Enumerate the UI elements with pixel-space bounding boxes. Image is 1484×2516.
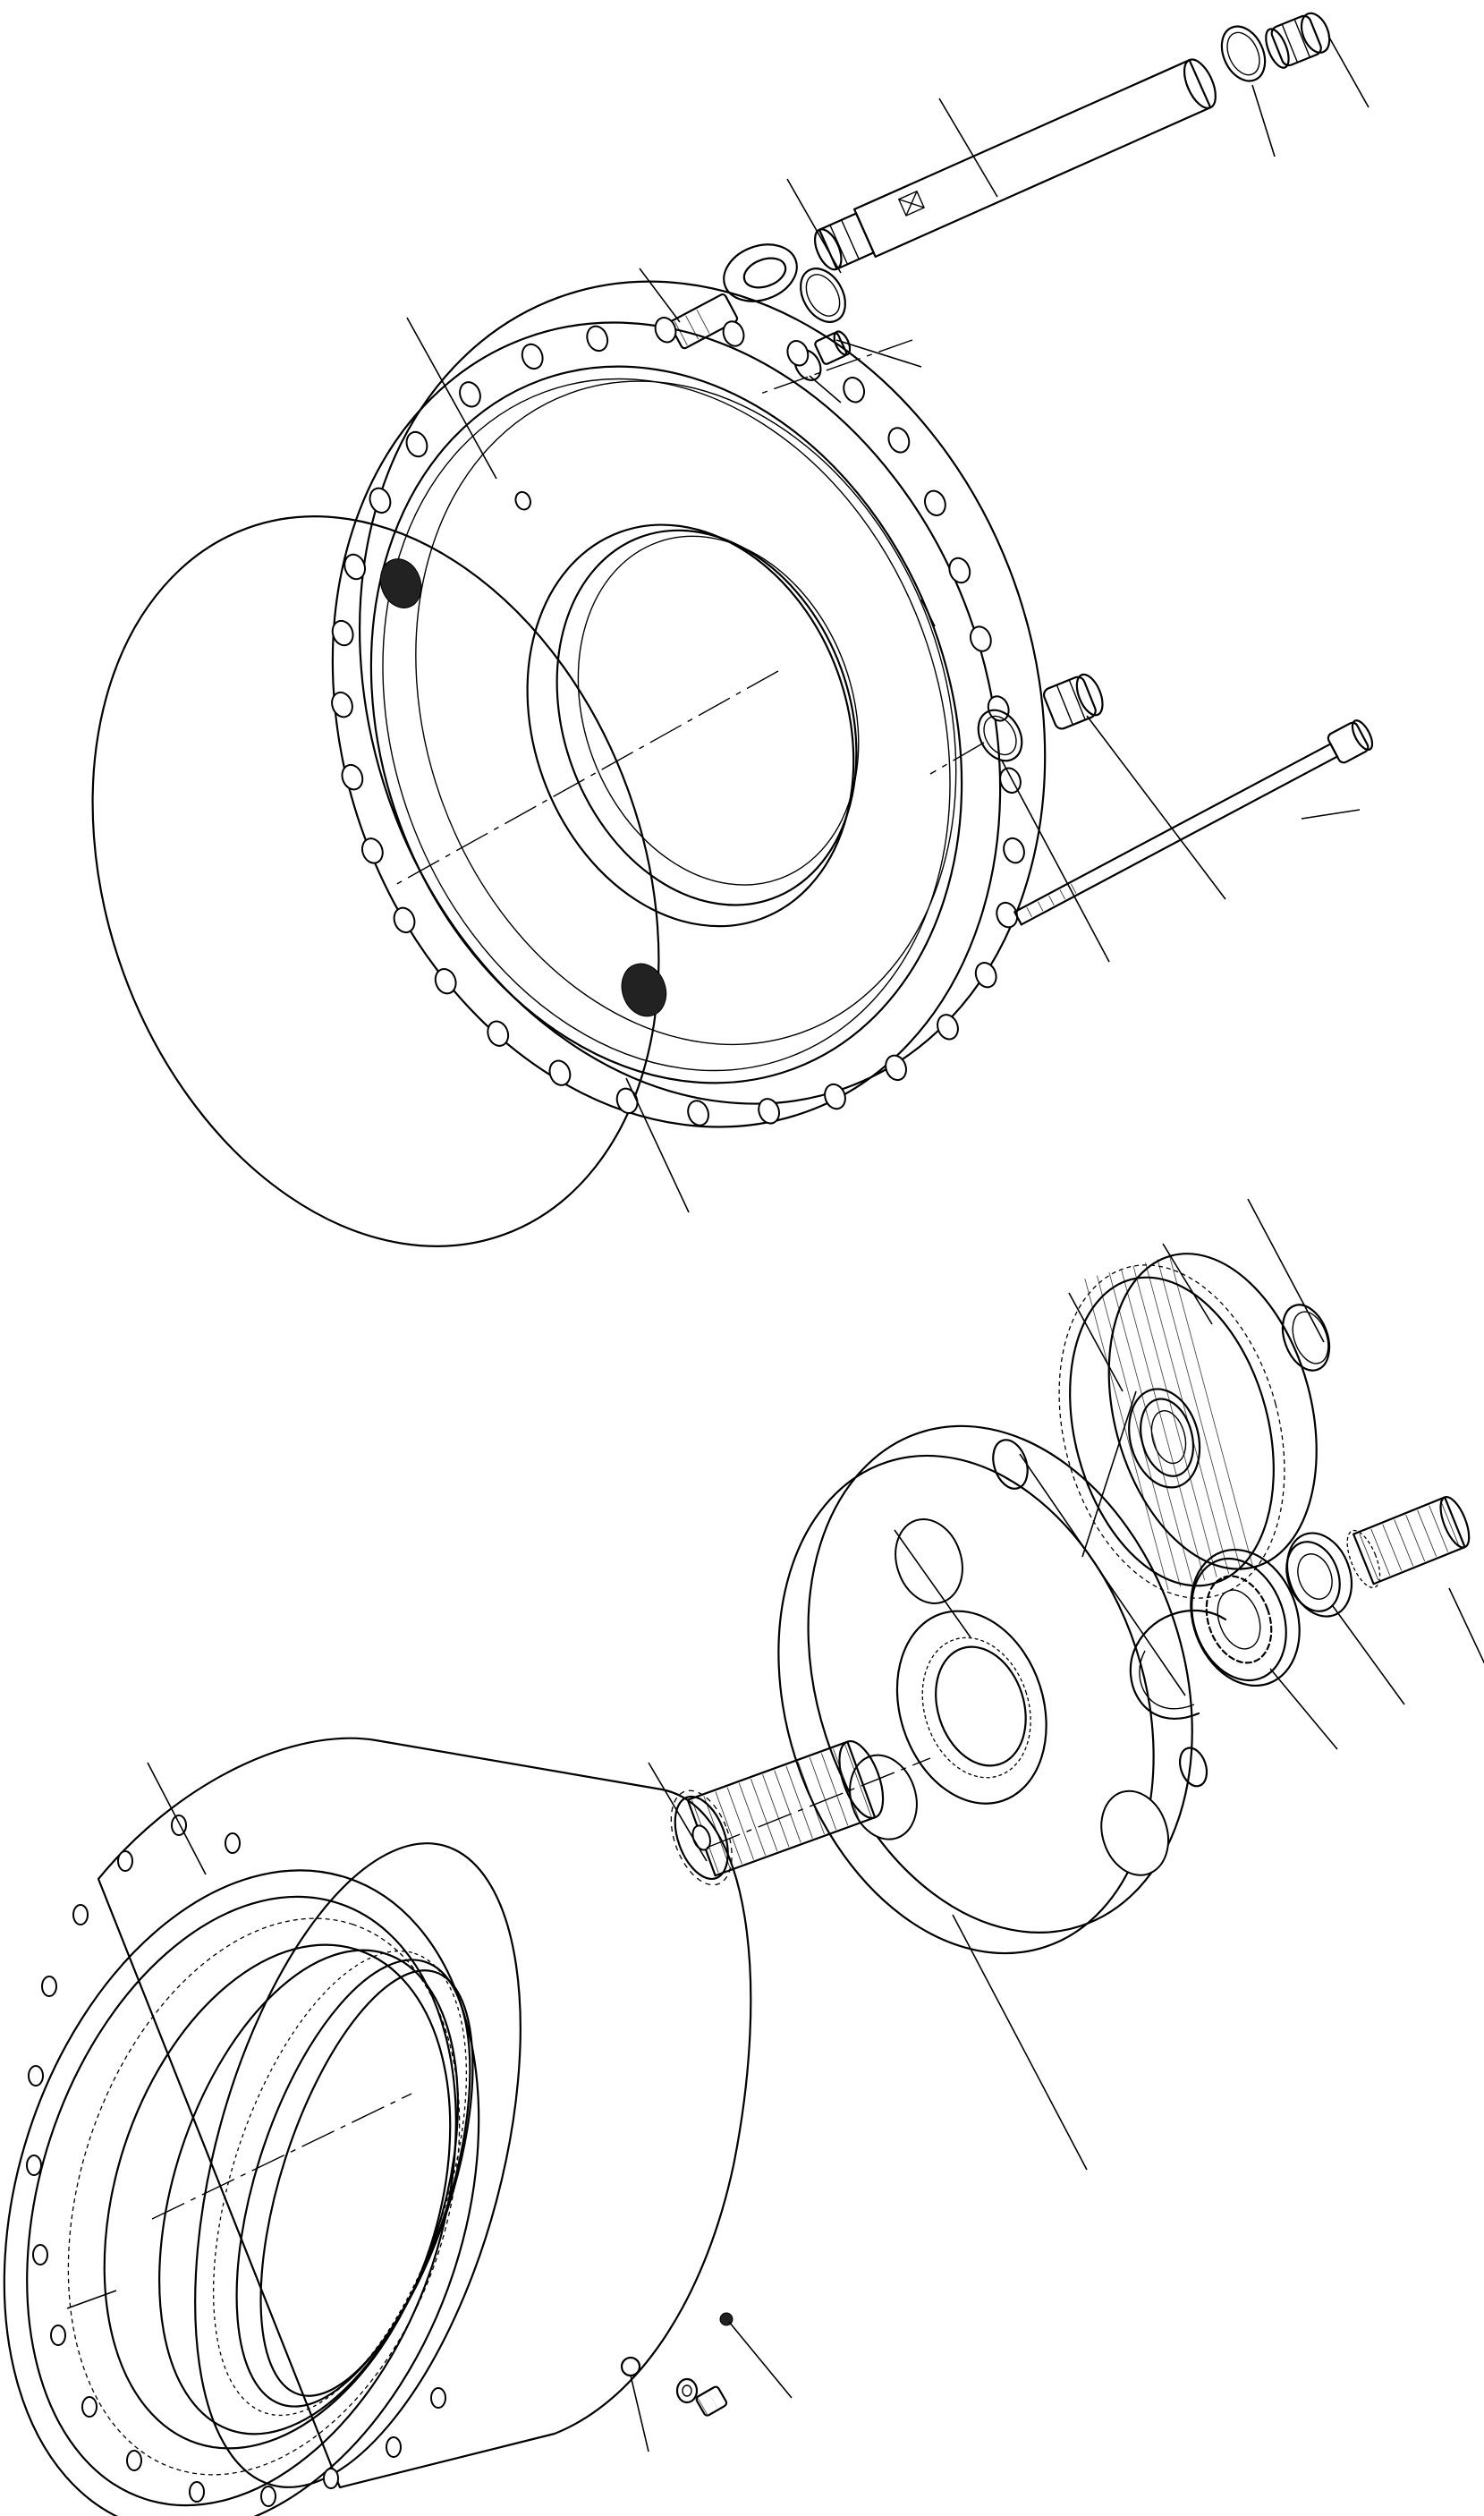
housing-flange-icon: [331, 280, 1047, 1128]
spline-shaft-icon: [1346, 1495, 1471, 1589]
leader-lines: [66, 35, 1484, 2452]
hex-plug-icon: [1265, 12, 1331, 69]
center-axis-line: [759, 339, 913, 395]
shaft-icon: [813, 58, 1217, 271]
center-axis-line: [393, 670, 779, 887]
ring-gear-icon: [3, 1737, 752, 2516]
bolt-icon: [675, 2377, 728, 2417]
gear-icon: [670, 1740, 885, 1886]
center-axis-line: [706, 1757, 931, 1849]
snap-ring-icon: [1281, 1304, 1331, 1372]
o-ring-icon: [91, 515, 660, 1247]
center-axis-line: [151, 2093, 412, 2220]
hex-plug-icon: [814, 330, 852, 365]
o-ring-icon: [1220, 25, 1267, 82]
o-ring-icon: [800, 268, 846, 323]
o-ring-icon: [977, 709, 1023, 762]
center-axis-line: [929, 742, 985, 775]
pin-icon: [620, 2312, 734, 2377]
bolt-icon: [1013, 719, 1374, 926]
gear-icon: [1058, 1253, 1318, 1599]
snap-ring-icon: [1129, 1609, 1227, 1720]
hex-plug-icon: [1042, 673, 1104, 730]
washer-icon: [1285, 1532, 1353, 1618]
center-axis-line: [1081, 1390, 1137, 1558]
bearing-icon: [1190, 1548, 1301, 1687]
